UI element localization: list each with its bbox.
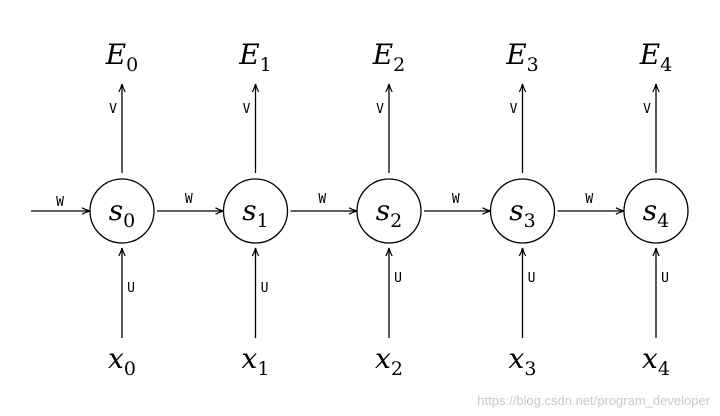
recurrent-weight-label: W	[56, 195, 64, 210]
output-weight-label: V	[109, 102, 117, 117]
state-node	[89, 178, 155, 244]
output-weight-label: V	[510, 102, 518, 117]
input-label: x4	[642, 342, 670, 380]
input-label: x0	[108, 342, 136, 380]
watermark-text: https://blog.csdn.net/program_developer	[477, 393, 710, 408]
recurrent-weight-label: W	[585, 192, 593, 207]
input-weight-label: U	[394, 271, 402, 286]
output-label: E4	[639, 38, 673, 76]
state-node	[489, 178, 556, 244]
input-weight-label: U	[127, 281, 135, 296]
input-weight-label: U	[261, 281, 269, 296]
state-label: s1	[242, 194, 268, 232]
output-weight-label: V	[643, 102, 651, 117]
recurrent-weight-label: W	[185, 192, 193, 207]
recurrent-weight-label: W	[452, 192, 460, 207]
state-node	[222, 178, 289, 244]
input-weight-label: U	[528, 271, 536, 286]
output-weight-label: V	[243, 102, 251, 117]
state-node	[356, 178, 422, 244]
state-label: s4	[643, 194, 669, 232]
recurrent-weight-label: W	[318, 192, 326, 207]
input-label: x1	[242, 342, 270, 380]
state-label: s3	[509, 194, 535, 232]
output-label: E1	[238, 38, 272, 76]
state-label: s2	[376, 194, 402, 232]
state-label: s0	[109, 194, 135, 232]
output-label: E2	[372, 38, 406, 76]
state-node	[623, 178, 689, 244]
output-label: E0	[105, 38, 139, 76]
input-label: x2	[375, 342, 403, 380]
input-weight-label: U	[661, 271, 669, 286]
input-label: x3	[509, 342, 537, 380]
output-weight-label: V	[376, 102, 384, 117]
output-label: E3	[505, 38, 539, 76]
